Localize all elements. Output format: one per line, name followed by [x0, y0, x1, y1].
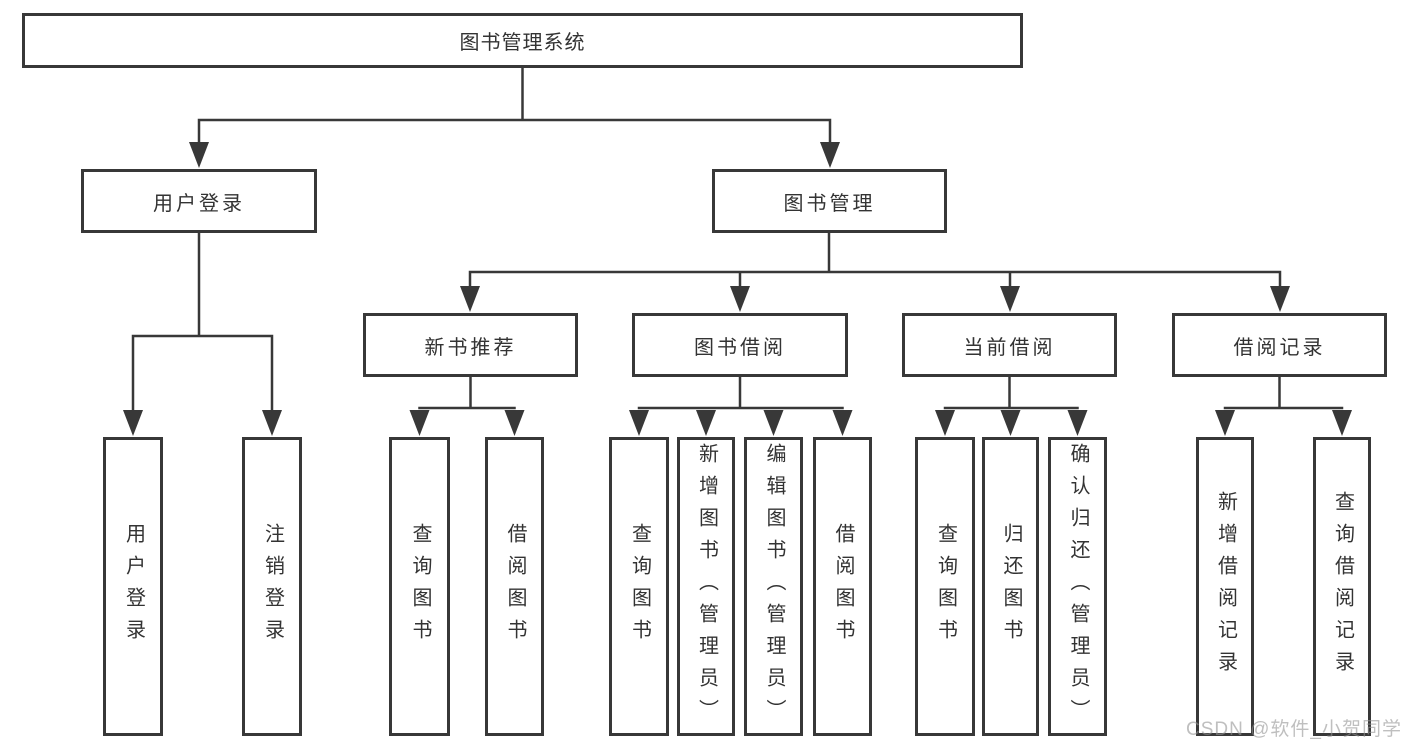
node-book-management-label: 图书管理 — [783, 192, 876, 215]
node-current-borrow: 当前借阅 — [902, 313, 1117, 377]
leaf-query-borrow-record-label: 查询借阅记录 — [1331, 490, 1354, 683]
node-root-label: 图书管理系统 — [459, 32, 586, 54]
leaf-logout-label: 注销登录 — [261, 522, 284, 651]
node-new-book-recommend-label: 新书推荐 — [424, 336, 517, 359]
leaf-add-borrow-record-label: 新增借阅记录 — [1214, 490, 1237, 683]
leaf-user-login: 用户登录 — [103, 437, 163, 736]
node-user-login: 用户登录 — [81, 169, 317, 233]
node-book-borrow: 图书借阅 — [632, 313, 848, 377]
arrowhead-icons — [123, 142, 1352, 436]
node-new-book-recommend: 新书推荐 — [363, 313, 578, 377]
leaf-confirm-return-admin-label: 确认归还（管理员） — [1067, 442, 1089, 731]
node-borrow-records-label: 借阅记录 — [1233, 336, 1326, 359]
leaf-return-book: 归还图书 — [982, 437, 1039, 736]
leaf-borrow-books-1: 借阅图书 — [485, 437, 544, 736]
leaf-add-borrow-record: 新增借阅记录 — [1196, 437, 1254, 736]
node-book-management: 图书管理 — [712, 169, 947, 233]
leaf-confirm-return-admin: 确认归还（管理员） — [1048, 437, 1107, 736]
node-root: 图书管理系统 — [22, 13, 1023, 68]
leaf-borrow-books-1-label: 借阅图书 — [504, 522, 526, 651]
leaf-return-book-label: 归还图书 — [1000, 522, 1022, 651]
leaf-borrow-books-2: 借阅图书 — [813, 437, 872, 736]
leaf-query-books-2-label: 查询图书 — [628, 522, 651, 651]
leaf-add-book-admin-label: 新增图书（管理员） — [695, 442, 718, 731]
leaf-query-books-1: 查询图书 — [389, 437, 450, 736]
leaf-add-book-admin: 新增图书（管理员） — [677, 437, 735, 736]
leaf-query-books-3-label: 查询图书 — [934, 522, 957, 651]
tree-edges — [131, 66, 1344, 413]
leaf-edit-book-admin-label: 编辑图书（管理员） — [763, 442, 785, 731]
node-borrow-records: 借阅记录 — [1172, 313, 1387, 377]
leaf-logout: 注销登录 — [242, 437, 302, 736]
node-current-borrow-label: 当前借阅 — [963, 336, 1056, 359]
leaf-borrow-books-2-label: 借阅图书 — [832, 522, 854, 651]
watermark-text: CSDN @软件_小贺同学 — [1186, 719, 1402, 740]
leaf-query-borrow-record: 查询借阅记录 — [1313, 437, 1371, 736]
leaf-edit-book-admin: 编辑图书（管理员） — [744, 437, 803, 736]
node-book-borrow-label: 图书借阅 — [694, 336, 786, 359]
leaf-user-login-label: 用户登录 — [122, 522, 145, 651]
leaf-query-books-1-label: 查询图书 — [409, 522, 431, 651]
leaf-query-books-3: 查询图书 — [915, 437, 975, 736]
node-user-login-label: 用户登录 — [153, 192, 245, 215]
leaf-query-books-2: 查询图书 — [609, 437, 669, 736]
